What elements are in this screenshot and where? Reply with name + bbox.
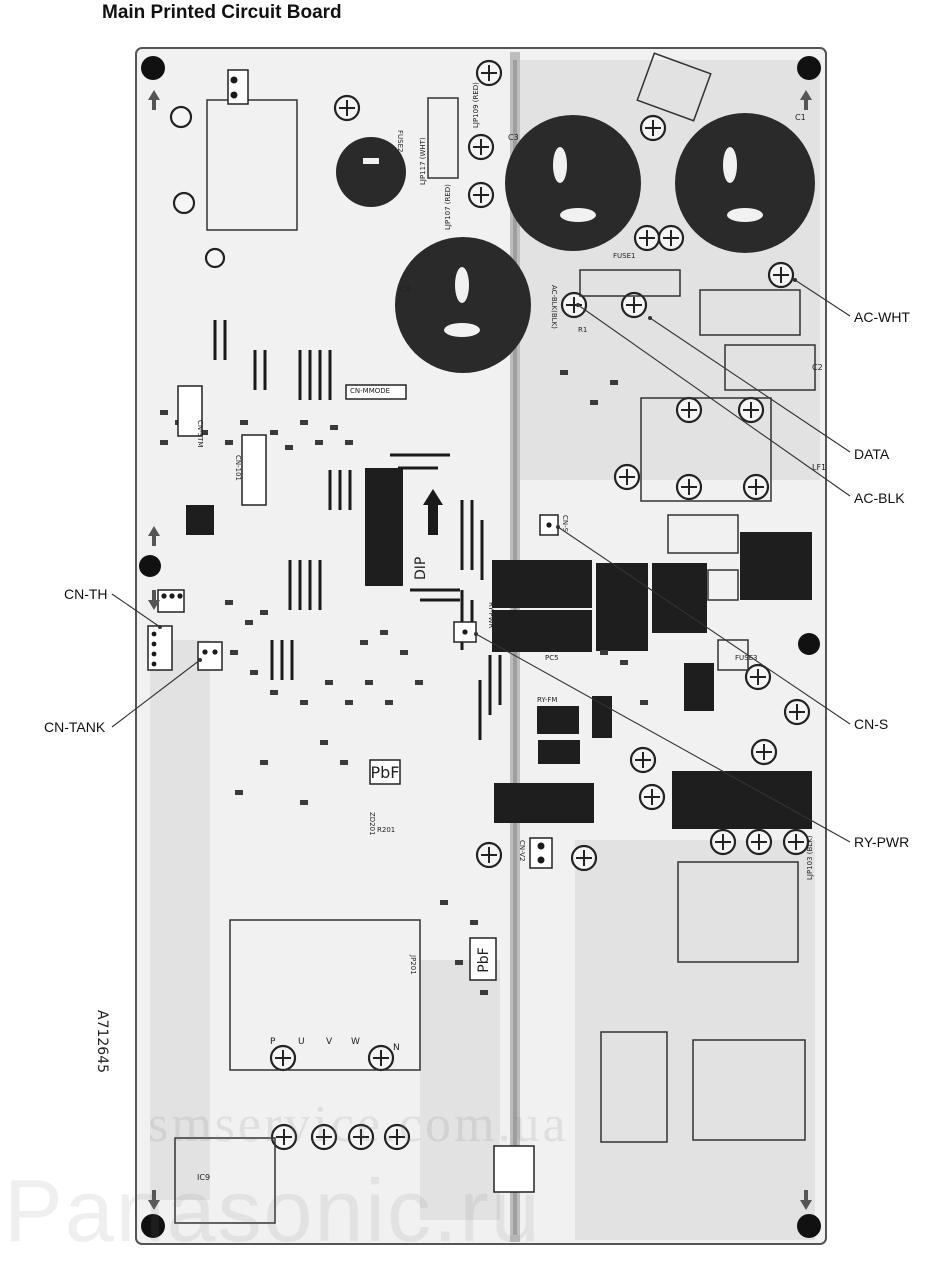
component-outlines	[174, 52, 816, 1224]
ic9-label: IC9	[197, 1173, 210, 1182]
fuse-holder	[427, 97, 459, 179]
leader-ac-wht	[794, 279, 851, 317]
relay-ry-pwr	[494, 783, 594, 823]
leader-ry-pwr	[475, 633, 851, 843]
capacitor-c1	[675, 113, 815, 253]
pbf-mark-2: PbF	[476, 947, 492, 972]
connector-pins	[151, 76, 552, 864]
fuse3-label: FUSE3	[735, 654, 757, 662]
capacitor-c3	[505, 115, 641, 251]
callout-cn-s: CN-S	[854, 716, 889, 732]
cn-v2-connector	[529, 837, 553, 869]
board-arrows	[148, 90, 812, 1210]
lf1-label: LF1	[812, 463, 826, 472]
cn-stm-connector	[177, 385, 203, 437]
callout-cn-tank: CN-TANK	[44, 719, 106, 735]
leader-data	[649, 317, 851, 453]
ic-pins	[213, 320, 502, 740]
dip-arrow-icon	[423, 489, 443, 535]
r1-label: R1	[578, 326, 587, 334]
cn-stm-label: CN-STM	[196, 420, 204, 447]
cn-101-label: CN-101	[234, 455, 242, 481]
callout-arrowheads	[158, 278, 797, 662]
relay-block-2	[492, 610, 592, 652]
c4-label: C4	[400, 285, 411, 294]
ic-small-dip	[493, 1145, 535, 1193]
r201-label: R201	[377, 826, 395, 834]
capacitor-c4	[395, 237, 531, 373]
relays-and-blocks	[186, 468, 812, 829]
pbf-mark-1-box	[369, 759, 401, 785]
callout-ac-blk: AC-BLK	[854, 490, 905, 506]
leader-cn-th	[111, 593, 161, 628]
brand-watermark: Panasonic.ru	[4, 1161, 542, 1260]
dip-label: DIP	[413, 557, 429, 580]
jp201-label: JP201	[409, 954, 417, 975]
cn-tank-connector	[197, 641, 223, 671]
diagram-title: Main Printed Circuit Board	[102, 2, 342, 23]
leader-cn-tank	[111, 659, 201, 728]
leader-ac-blk	[577, 304, 851, 497]
c2-label: C2	[812, 363, 823, 372]
terminal-w-label: W	[351, 1037, 360, 1047]
terminal-u-label: U	[298, 1037, 305, 1047]
callout-ac-wht: AC-WHT	[854, 309, 910, 325]
capacitor-c71	[336, 137, 406, 207]
power-module	[229, 919, 421, 1071]
callout-leaders	[111, 279, 851, 843]
ic9-area	[174, 1137, 276, 1224]
screw-terminal-crosses	[275, 65, 805, 1145]
ac-blk-silk-label: AC-BLK(BLK)	[550, 285, 558, 329]
cn-s-silk-label: CN-S	[561, 515, 569, 533]
terminal-v-label: V	[326, 1037, 333, 1047]
mcu-chip	[365, 468, 403, 586]
c3-label: C3	[508, 133, 519, 142]
cn-101-connector	[241, 434, 267, 506]
transformer-t1	[206, 99, 298, 231]
relay-block-1	[492, 560, 592, 608]
fuse2-label: FUSE2	[396, 130, 404, 152]
site-watermark: smservice.com.ua	[148, 1096, 569, 1153]
ct101-label: CT101	[795, 554, 804, 580]
relay-ry-fan	[672, 771, 812, 829]
pc5-label: PC5	[545, 654, 559, 662]
cn-v2-label: CN-V2	[518, 840, 526, 861]
c1-label: C1	[795, 113, 806, 122]
line-filter-lf1	[640, 397, 772, 502]
pbf-mark-2-box	[469, 937, 497, 981]
large-capacitors	[336, 113, 815, 373]
zd201-label: ZD201	[368, 812, 376, 836]
terminal-n-label: N	[393, 1043, 400, 1053]
ljp103-label: LJP103 (BLK)	[806, 835, 814, 880]
mounting-holes	[139, 56, 821, 1238]
ry-pwr-silk-label: RY-PWR	[487, 602, 495, 629]
ljp107-label: LJP107 (RED)	[444, 184, 452, 230]
part-number-label: A712645	[94, 1010, 110, 1073]
cn-mmode-connector	[345, 384, 407, 400]
cn-v1-connector	[227, 69, 249, 105]
leader-cn-s	[557, 526, 851, 725]
callout-cn-th: CN-TH	[64, 586, 108, 602]
cn-tank-header	[147, 625, 173, 671]
ljp109-label: LJP109 (RED)	[472, 82, 480, 128]
cn-th-connector	[157, 589, 185, 613]
callout-ry-pwr: RY-PWR	[854, 834, 910, 850]
cn-mmode-label: CN-MMODE	[350, 387, 390, 395]
ljp117-label: LJP117 (WHT)	[419, 137, 427, 185]
current-transformer-ct101	[740, 532, 812, 600]
fuse1-label: FUSE1	[613, 252, 635, 260]
ry-fm-silk-label: RY-FM	[537, 696, 557, 704]
callout-data: DATA	[854, 446, 890, 462]
pbf-mark-1: PbF	[370, 763, 399, 782]
terminal-p-label: P	[270, 1037, 276, 1047]
